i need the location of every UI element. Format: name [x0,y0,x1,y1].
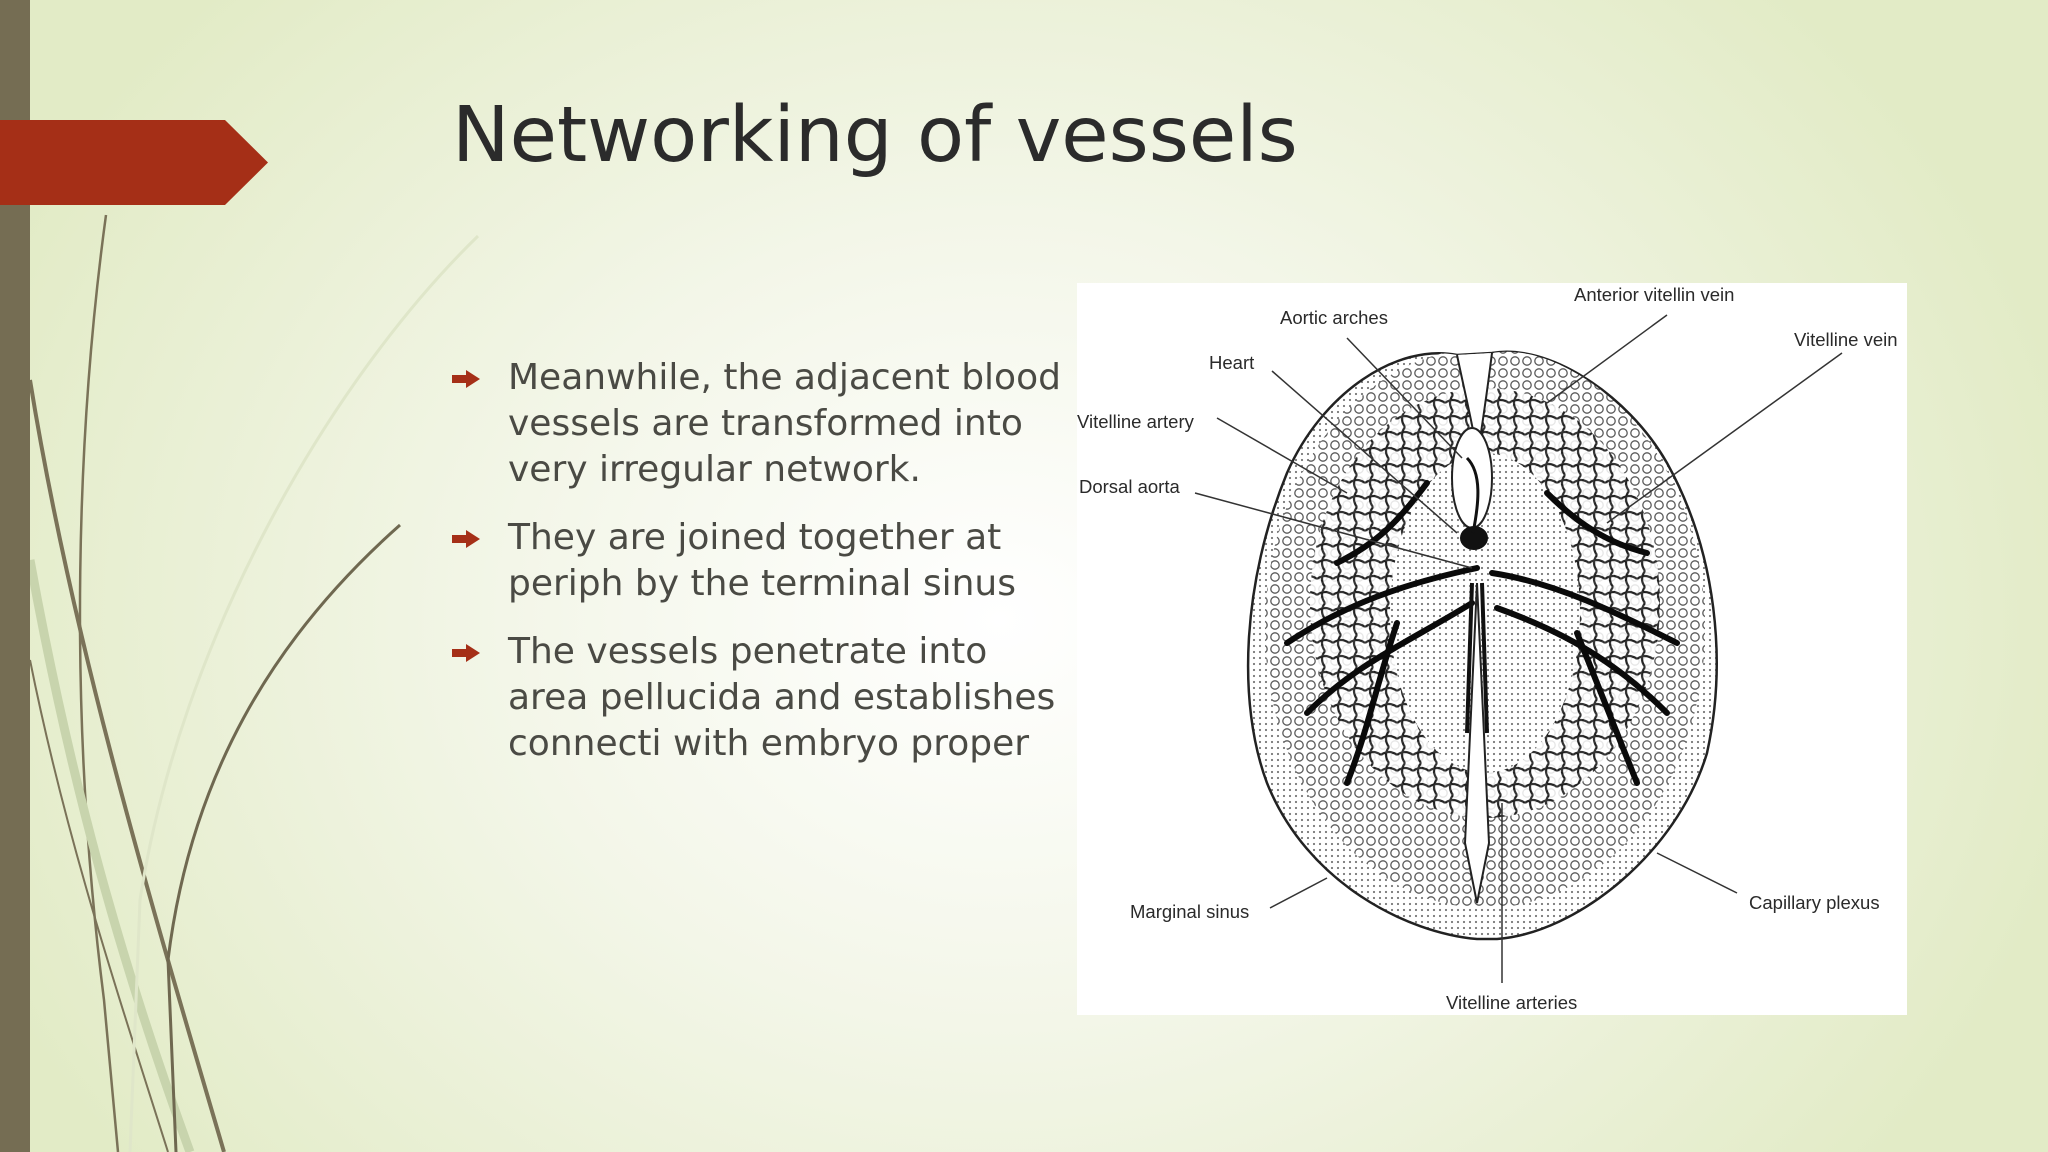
vascular-network-diagram: Aortic arches Anterior vitellin vein Vit… [1077,283,1907,1015]
label-vitelline-vein: Vitelline vein [1794,329,1898,350]
arrow-right-icon [452,370,480,388]
bullet-text: The vessels penetrate into area pellucid… [508,631,1056,764]
label-dorsal-aorta: Dorsal aorta [1079,476,1180,497]
label-aortic-arches: Aortic arches [1280,307,1388,328]
label-marginal-sinus: Marginal sinus [1130,901,1249,922]
bullet-item: The vessels penetrate into area pellucid… [452,629,1072,767]
area-vasculosa [1246,350,1718,941]
label-heart: Heart [1209,352,1254,373]
bullet-list: Meanwhile, the adjacent blood vessels ar… [452,355,1072,789]
label-capillary-plexus: Capillary plexus [1749,892,1880,913]
bullet-text: They are joined together at periph by th… [508,517,1017,604]
title-accent-flag [0,120,268,205]
diagram-labels: Aortic arches Anterior vitellin vein Vit… [1077,284,1898,1013]
label-vitelline-artery: Vitelline artery [1077,411,1195,432]
bullet-item: They are joined together at periph by th… [452,515,1072,607]
label-vitelline-arteries: Vitelline arteries [1446,992,1577,1013]
label-anterior-vitellin-vein: Anterior vitellin vein [1574,284,1734,305]
bullet-text: Meanwhile, the adjacent blood vessels ar… [508,357,1061,490]
label-leader-lines [1194,314,1843,983]
arrow-right-icon [452,530,480,548]
arrow-right-icon [452,644,480,662]
bullet-item: Meanwhile, the adjacent blood vessels ar… [452,355,1072,493]
slide-title: Networking of vessels [452,91,1298,180]
decorative-curves [25,214,480,1152]
